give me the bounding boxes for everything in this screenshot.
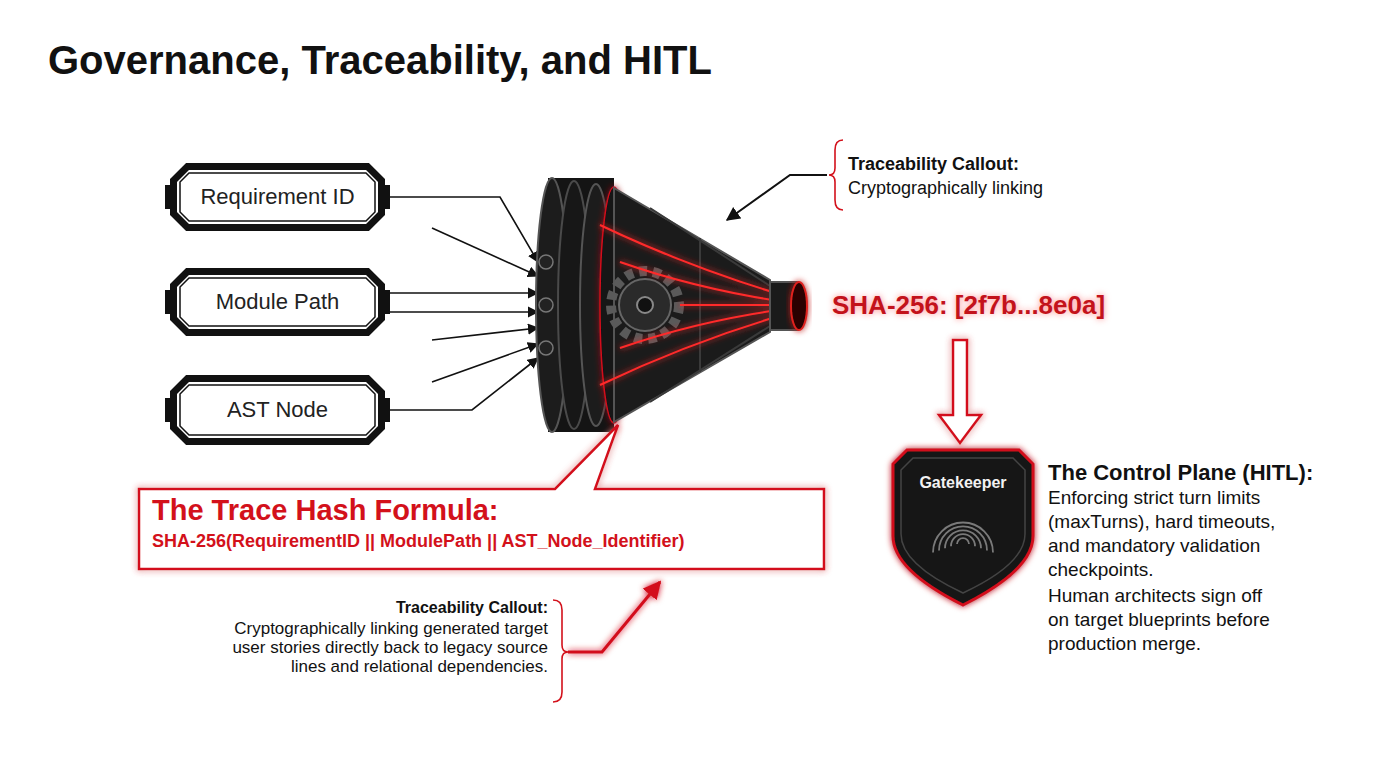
plate-border xyxy=(174,379,382,442)
node-outline xyxy=(893,450,1033,605)
callout-heading: Traceability Callout: xyxy=(215,598,548,618)
fingerprint-ridge xyxy=(933,523,993,553)
plate-border xyxy=(174,272,382,333)
node-outline xyxy=(170,163,385,231)
node-outline xyxy=(138,488,825,570)
leader-line xyxy=(385,311,538,313)
engine-hub xyxy=(637,297,653,313)
engine-energy-lines xyxy=(600,225,792,385)
input-plate: Module Path xyxy=(170,268,385,336)
node-title: The Trace Hash Formula: xyxy=(152,492,825,528)
node-title: Requirement ID xyxy=(200,184,354,210)
callout-heading: Traceability Callout: xyxy=(848,153,1118,175)
plate-tab xyxy=(383,398,390,422)
callout-pointer xyxy=(568,582,660,652)
node-title: Module Path xyxy=(216,289,340,315)
node-title: Gatekeeper xyxy=(893,474,1033,492)
fingerprint-ridge xyxy=(951,534,975,546)
callout-text: Cryptographically linking generated targ… xyxy=(215,619,548,676)
energy-line xyxy=(600,312,792,385)
callout-border xyxy=(139,425,824,569)
fingerprint-ridge xyxy=(939,526,987,550)
node-title: AST Node xyxy=(227,397,328,423)
engine-gear xyxy=(619,279,671,331)
plate-tab xyxy=(165,290,172,314)
energy-line xyxy=(620,262,792,303)
energy-line xyxy=(620,308,792,348)
control-plane-text: Enforcing strict turn limits (maxTurns),… xyxy=(1048,486,1283,582)
plate-tab xyxy=(383,290,390,314)
leader-line xyxy=(432,328,538,340)
leader-line xyxy=(385,358,538,410)
engine-bolt xyxy=(539,298,553,312)
engine-bolt xyxy=(539,255,553,269)
shield-inner-border xyxy=(901,458,1025,593)
down-arrow xyxy=(939,340,981,443)
callout-text: Cryptographically linking xyxy=(848,177,1118,199)
leader-line xyxy=(385,292,538,294)
control-plane-heading: The Control Plane (HITL): xyxy=(1048,459,1373,487)
energy-line xyxy=(600,225,792,298)
node-outline xyxy=(170,268,385,336)
plate-inner-border xyxy=(180,173,375,221)
callout-bracket xyxy=(829,140,843,210)
plate-border xyxy=(174,167,382,228)
input-plate: AST Node xyxy=(170,375,385,445)
node-outline xyxy=(170,375,385,445)
diagram-title: Governance, Traceability, and HITL xyxy=(48,38,712,83)
callout-bracket xyxy=(553,600,568,702)
plate-tab xyxy=(165,185,172,209)
hash-output: SHA-256: [2f7b...8e0a] xyxy=(832,288,1192,322)
fingerprint-ridge xyxy=(945,530,981,548)
formula-callout: The Trace Hash Formula:SHA-256(Requireme… xyxy=(138,488,825,570)
hash-engine xyxy=(536,178,826,432)
leader-line xyxy=(432,228,538,276)
leader-line xyxy=(385,197,538,262)
plate-inner-border xyxy=(180,278,375,326)
shield-border xyxy=(893,450,1033,605)
engine-bolt xyxy=(539,341,553,355)
input-leaders xyxy=(385,197,538,410)
input-plate: Requirement ID xyxy=(170,163,385,231)
fingerprint-ridge xyxy=(957,538,969,544)
callout-pointer xyxy=(727,175,827,220)
gatekeeper-shield: Gatekeeper xyxy=(893,450,1033,605)
plate-tab xyxy=(383,185,390,209)
plate-tab xyxy=(165,398,172,422)
control-plane-text: Human architects sign off on target blue… xyxy=(1048,584,1283,656)
engine-gear xyxy=(611,271,679,339)
output-arrow xyxy=(803,305,826,308)
leader-line xyxy=(432,344,538,382)
plate-inner-border xyxy=(180,385,375,435)
node-body: SHA-256(RequirementID || ModulePath || A… xyxy=(152,528,825,554)
